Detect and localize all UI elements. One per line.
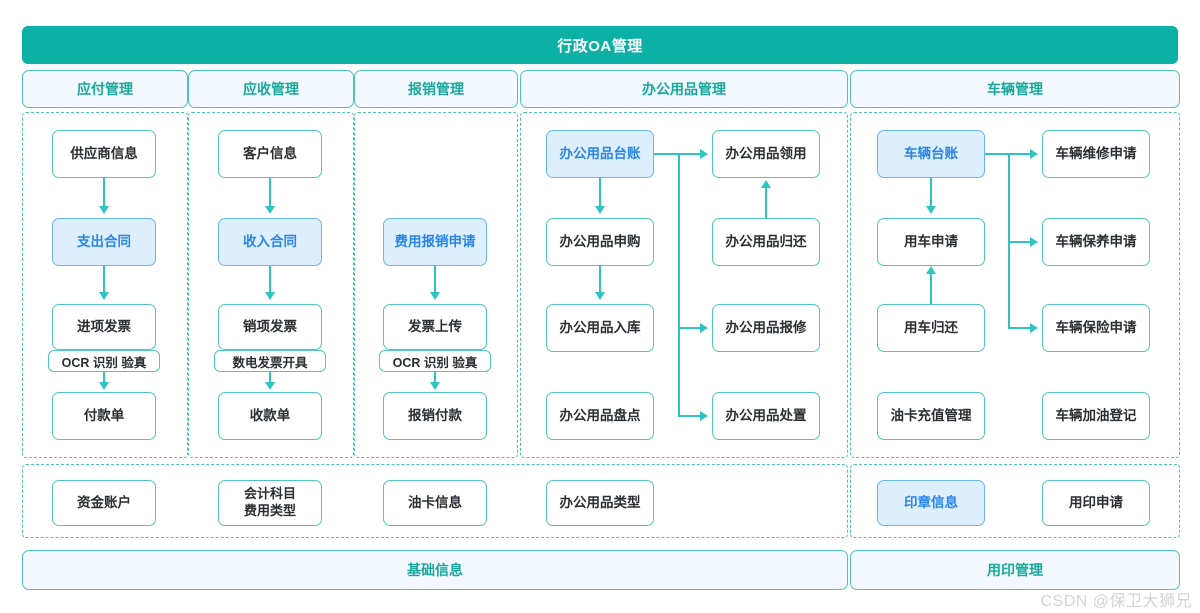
connector-trunk <box>1008 153 1010 328</box>
connector-line <box>654 153 701 155</box>
connector-trunk <box>678 153 680 416</box>
node-supplies-disposal[interactable]: 办公用品处置 <box>712 392 820 440</box>
arrow-down-icon <box>99 206 109 214</box>
connector-line <box>269 372 271 384</box>
node-receipt-voucher[interactable]: 收款单 <box>218 392 322 440</box>
column-header-office-supplies[interactable]: 办公用品管理 <box>520 70 848 108</box>
column-header-label: 应付管理 <box>77 81 133 97</box>
arrow-down-icon <box>99 382 109 390</box>
arrow-down-icon <box>430 382 440 390</box>
node-reimbursement-payment[interactable]: 报销付款 <box>383 392 487 440</box>
column-header-payable[interactable]: 应付管理 <box>22 70 188 108</box>
node-supplies-return[interactable]: 办公用品归还 <box>712 218 820 266</box>
node-customer-info[interactable]: 客户信息 <box>218 130 322 178</box>
node-payment-voucher[interactable]: 付款单 <box>52 392 156 440</box>
node-supplies-issue[interactable]: 办公用品领用 <box>712 130 820 178</box>
connector-line <box>765 188 767 218</box>
connector-line <box>103 178 105 208</box>
node-supplies-inbound[interactable]: 办公用品入库 <box>546 304 654 352</box>
arrow-down-icon <box>265 382 275 390</box>
watermark: CSDN @保卫大狮兄 <box>1040 593 1192 610</box>
column-header-vehicle[interactable]: 车辆管理 <box>850 70 1180 108</box>
column-header-label: 应收管理 <box>243 81 299 97</box>
line-1: 会计科目 <box>243 486 296 502</box>
page-title-bar: 行政OA管理 <box>22 26 1178 64</box>
column-header-label: 办公用品管理 <box>642 81 726 97</box>
arrow-up-icon <box>761 180 771 188</box>
line-2: 费用类型 <box>243 503 296 518</box>
arrow-right-icon <box>1030 323 1038 333</box>
arrow-right-icon <box>700 323 708 333</box>
node-supplies-repair[interactable]: 办公用品报修 <box>712 304 820 352</box>
arrow-down-icon <box>265 292 275 300</box>
node-vehicle-upkeep-apply[interactable]: 车辆保养申请 <box>1042 218 1150 266</box>
connector-line <box>103 372 105 384</box>
group-reimbursement-flow <box>354 112 518 458</box>
connector-line <box>599 266 601 294</box>
column-header-label: 报销管理 <box>408 81 464 97</box>
connector-line <box>103 266 105 294</box>
arrow-up-icon <box>926 266 936 274</box>
page-title: 行政OA管理 <box>557 37 643 55</box>
sublabel-digital-invoice-issue: 数电发票开具 <box>214 350 326 372</box>
connector-line <box>678 327 701 329</box>
arrow-down-icon <box>430 292 440 300</box>
connector-line <box>599 178 601 208</box>
node-vehicle-refuel-record[interactable]: 车辆加油登记 <box>1042 392 1150 440</box>
node-expense-claim[interactable]: 费用报销申请 <box>383 218 487 266</box>
connector-line <box>930 274 932 304</box>
arrow-down-icon <box>926 206 936 214</box>
connector-line <box>434 266 436 294</box>
group-payable-flow <box>22 112 188 458</box>
arrow-right-icon <box>1030 237 1038 247</box>
sublabel-ocr-verify-reimbursement: OCR 识别 验真 <box>379 350 491 372</box>
arrow-down-icon <box>595 206 605 214</box>
node-supplies-purchase[interactable]: 办公用品申购 <box>546 218 654 266</box>
node-fuelcard-info[interactable]: 油卡信息 <box>383 480 487 526</box>
node-seal-use-apply[interactable]: 用印申请 <box>1042 480 1150 526</box>
footer-basic-info[interactable]: 基础信息 <box>22 550 848 590</box>
group-vehicle-flow <box>850 112 1180 458</box>
group-office-supplies-flow <box>520 112 848 458</box>
node-seal-info[interactable]: 印章信息 <box>877 480 985 526</box>
group-receivable-flow <box>188 112 354 458</box>
node-fuelcard-recharge[interactable]: 油卡充值管理 <box>877 392 985 440</box>
sublabel-ocr-verify-payable: OCR 识别 验真 <box>48 350 160 372</box>
connector-line <box>269 266 271 294</box>
node-input-invoice[interactable]: 进项发票 <box>52 304 156 350</box>
node-vehicle-use-apply[interactable]: 用车申请 <box>877 218 985 266</box>
node-income-contract[interactable]: 收入合同 <box>218 218 322 266</box>
group-basic-info <box>22 464 848 538</box>
node-vehicle-use-return[interactable]: 用车归还 <box>877 304 985 352</box>
node-vehicle-insurance-apply[interactable]: 车辆保险申请 <box>1042 304 1150 352</box>
footer-seal-management[interactable]: 用印管理 <box>850 550 1180 590</box>
column-header-reimbursement[interactable]: 报销管理 <box>354 70 518 108</box>
node-fund-account[interactable]: 资金账户 <box>52 480 156 526</box>
arrow-down-icon <box>99 292 109 300</box>
connector-line <box>930 178 932 208</box>
group-seal-management <box>850 464 1180 538</box>
node-supplies-stocktake[interactable]: 办公用品盘点 <box>546 392 654 440</box>
arrow-down-icon <box>265 206 275 214</box>
node-output-invoice[interactable]: 销项发票 <box>218 304 322 350</box>
node-vehicle-maintenance-apply[interactable]: 车辆维修申请 <box>1042 130 1150 178</box>
arrow-right-icon <box>700 149 708 159</box>
node-supplies-type[interactable]: 办公用品类型 <box>546 480 654 526</box>
arrow-right-icon <box>700 411 708 421</box>
node-supplier-info[interactable]: 供应商信息 <box>52 130 156 178</box>
arrow-down-icon <box>595 292 605 300</box>
connector-line <box>269 178 271 208</box>
node-invoice-upload[interactable]: 发票上传 <box>383 304 487 350</box>
node-accounting-subject-expense-type[interactable]: 会计科目 费用类型 <box>218 480 322 526</box>
arrow-right-icon <box>1030 149 1038 159</box>
connector-line <box>1008 327 1031 329</box>
connector-line <box>1008 241 1031 243</box>
node-vehicle-ledger[interactable]: 车辆台账 <box>877 130 985 178</box>
column-header-receivable[interactable]: 应收管理 <box>188 70 354 108</box>
connector-line <box>434 372 436 384</box>
connector-line <box>678 415 701 417</box>
node-supplies-ledger[interactable]: 办公用品台账 <box>546 130 654 178</box>
node-expense-contract[interactable]: 支出合同 <box>52 218 156 266</box>
column-header-label: 车辆管理 <box>987 81 1043 97</box>
